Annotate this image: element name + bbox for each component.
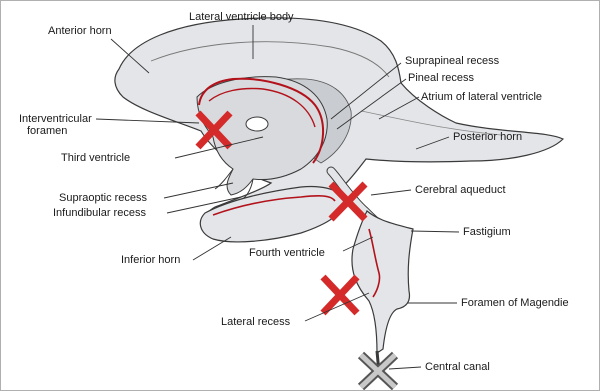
label-infundibular-recess: Infundibular recess xyxy=(53,207,146,219)
label-fastigium: Fastigium xyxy=(463,226,511,238)
label-atrium: Atrium of lateral ventricle xyxy=(421,91,542,103)
fourth-ventricle-shape xyxy=(352,211,413,353)
label-supraoptic-recess: Supraoptic recess xyxy=(59,192,147,204)
label-cerebral-aqueduct: Cerebral aqueduct xyxy=(415,184,506,196)
interthalamic-adhesion xyxy=(246,117,268,131)
label-inferior-horn: Inferior horn xyxy=(121,254,180,266)
label-suprapineal-recess: Suprapineal recess xyxy=(405,55,499,67)
label-anterior-horn: Anterior horn xyxy=(48,25,112,37)
label-lateral-recess: Lateral recess xyxy=(221,316,290,328)
cross-marker-lateral-recess xyxy=(323,277,357,313)
label-fourth-ventricle: Fourth ventricle xyxy=(249,247,325,259)
label-posterior-horn: Posterior horn xyxy=(453,131,522,143)
label-third-ventricle: Third ventricle xyxy=(61,152,130,164)
inferior-horn-shape xyxy=(200,186,343,241)
label-lateral-ventricle-body: Lateral ventricle body xyxy=(189,11,294,23)
inferior-horn-body xyxy=(200,186,343,241)
label-central-canal: Central canal xyxy=(425,361,490,373)
label-interventricular-foramen-line1: Interventricular xyxy=(19,113,92,125)
label-foramen-of-magendie: Foramen of Magendie xyxy=(461,297,569,309)
label-interventricular-foramen-line2: foramen xyxy=(27,125,67,137)
label-pineal-recess: Pineal recess xyxy=(408,72,474,84)
